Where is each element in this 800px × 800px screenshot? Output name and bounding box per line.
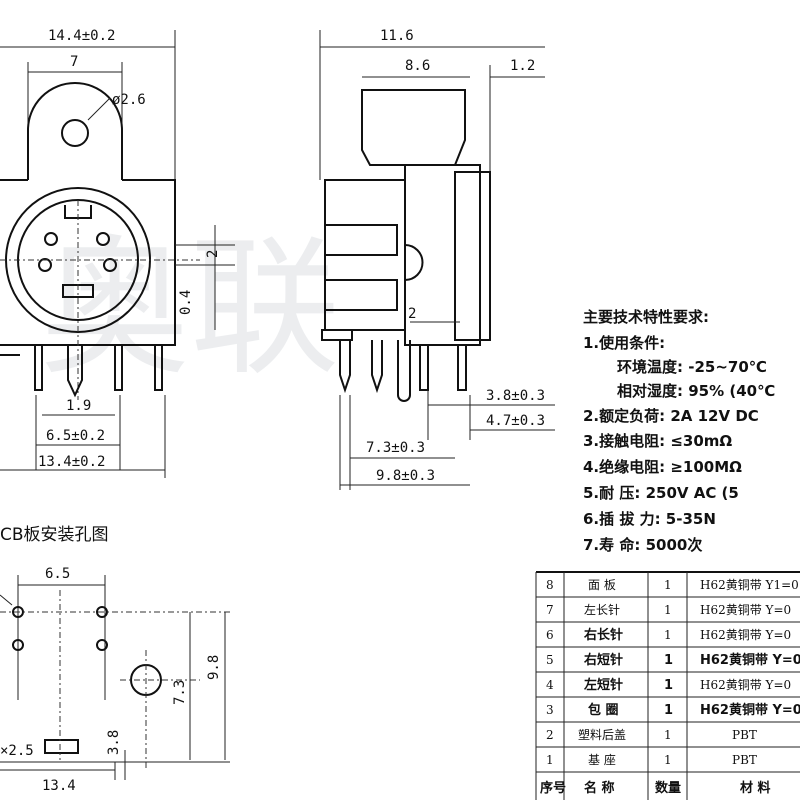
bom-no: 4 [546, 678, 554, 692]
watermark: 奥联 [40, 222, 340, 396]
table-row: 3 包 圈 1 H62黄铜带 Y=0 [546, 702, 800, 718]
bom-qty: 1 [664, 703, 673, 718]
bom-material: H62黄铜带 Y=0 [700, 602, 791, 617]
dim-hole-diameter: ø2.6 [112, 92, 146, 108]
bom-table: 8 面 板 1 H62黄铜带 Y1=0 7 左长针 1 H62黄铜带 Y=0 6… [535, 571, 800, 800]
bom-qty: 1 [664, 578, 672, 592]
table-row: 4 左短针 1 H62黄铜带 Y=0 [546, 677, 791, 693]
dim-side-12: 1.2 [510, 58, 535, 74]
spec-block: 主要技术特性要求: 1.使用条件: 环境温度: -25~70℃ 相对湿度: 95… [583, 308, 775, 554]
bom-name: 包 圈 [588, 702, 619, 718]
table-row: 2 塑料后盖 1 PBT [546, 727, 757, 742]
bom-qty: 1 [664, 728, 672, 742]
bom-qty: 1 [664, 603, 672, 617]
spec-line: 相对湿度: 95% (40℃ [617, 382, 775, 400]
pcb-view: CB板安装孔图 6.5 ×2.5 3.8 7.3 9.8 13.4 [0, 525, 230, 794]
bom-name: 右短针 [583, 652, 623, 668]
dim-front-width: 14.4±0.2 [48, 28, 115, 44]
bom-qty: 1 [664, 653, 673, 668]
spec-line: 4.绝缘电阻: ≥100MΩ [583, 458, 742, 476]
bom-header-qty: 数量 [655, 780, 681, 796]
spec-line: 2.额定负荷: 2A 12V DC [583, 407, 759, 425]
dim-side-116: 11.6 [380, 28, 414, 44]
bom-no: 5 [546, 653, 554, 667]
table-header: 序号 名 称 数量 材 料 [540, 780, 771, 796]
dim-pin-04: 0.4 [178, 290, 194, 315]
bom-no: 3 [546, 703, 554, 717]
table-row: 6 右长针 1 H62黄铜带 Y=0 [546, 627, 791, 643]
dim-pcb-38: 3.8 [106, 730, 122, 755]
bom-no: 1 [546, 753, 554, 767]
spec-line: 7.寿 命: 5000次 [583, 536, 702, 554]
bom-name: 面 板 [588, 578, 616, 592]
bom-qty: 1 [664, 678, 673, 693]
spec-line: 5.耐 压: 250V AC (5 [583, 484, 739, 502]
bom-header-no: 序号 [540, 780, 566, 796]
dim-side-73: 7.3±0.3 [366, 440, 425, 456]
bom-no: 7 [546, 603, 554, 617]
dim-side-2: 2 [408, 306, 416, 322]
bom-material: H62黄铜带 Y=0 [700, 702, 800, 718]
bom-material: PBT [732, 728, 757, 742]
spec-line: 3.接触电阻: ≤30mΩ [583, 432, 732, 450]
dim-base-134: 13.4±0.2 [38, 454, 105, 470]
dim-side-47: 4.7±0.3 [486, 413, 545, 429]
dim-side-86: 8.6 [405, 58, 430, 74]
bom-name: 左短针 [584, 677, 623, 693]
spec-title: 主要技术特性要求: [583, 308, 709, 326]
dim-pin-2: 2 [205, 250, 221, 258]
dim-front-7: 7 [70, 54, 78, 70]
table-row: 8 面 板 1 H62黄铜带 Y1=0 [546, 577, 799, 592]
bom-name: 右长针 [583, 627, 623, 643]
bom-no: 8 [546, 578, 554, 592]
dim-pin-19: 1.9 [66, 398, 91, 414]
bom-material: H62黄铜带 Y1=0 [700, 577, 799, 592]
table-row: 7 左长针 1 H62黄铜带 Y=0 [546, 602, 791, 617]
bom-qty: 1 [664, 753, 672, 767]
side-view: 11.6 8.6 1.2 2 3.8±0.3 4.7±0.3 7.3±0.3 [319, 28, 555, 490]
bom-material: H62黄铜带 Y=0 [700, 652, 800, 668]
bom-material: PBT [732, 753, 757, 767]
bom-material: H62黄铜带 Y=0 [700, 677, 791, 692]
dim-pcb-134: 13.4 [42, 778, 76, 794]
dim-pin-65: 6.5±0.2 [46, 428, 105, 444]
dim-side-98: 9.8±0.3 [376, 468, 435, 484]
bom-header-name: 名 称 [584, 780, 615, 796]
table-row: 5 右短针 1 H62黄铜带 Y=0 [546, 652, 800, 668]
bom-header-material: 材 料 [740, 780, 771, 796]
bom-no: 2 [546, 728, 554, 742]
dim-pcb-73: 7.3 [172, 680, 188, 705]
bom-name: 塑料后盖 [578, 727, 626, 742]
dim-side-38: 3.8±0.3 [486, 388, 545, 404]
bom-material: H62黄铜带 Y=0 [700, 627, 791, 642]
bom-name: 基 座 [588, 752, 616, 767]
bom-qty: 1 [664, 628, 672, 642]
bom-no: 6 [546, 628, 554, 642]
front-view: 14.4±0.2 7 ø2.6 2 0.4 [0, 28, 235, 478]
dim-pcb-65: 6.5 [45, 566, 70, 582]
spec-line: 1.使用条件: [583, 334, 665, 352]
bom-name: 左长针 [584, 602, 620, 617]
dim-pcb-25: ×2.5 [0, 743, 34, 759]
dim-pcb-98: 9.8 [206, 655, 222, 680]
spec-line: 6.插 拔 力: 5-35N [583, 510, 716, 528]
table-row: 1 基 座 1 PBT [546, 752, 757, 767]
spec-line: 环境温度: -25~70℃ [617, 358, 767, 376]
pcb-title: CB板安装孔图 [0, 525, 109, 545]
